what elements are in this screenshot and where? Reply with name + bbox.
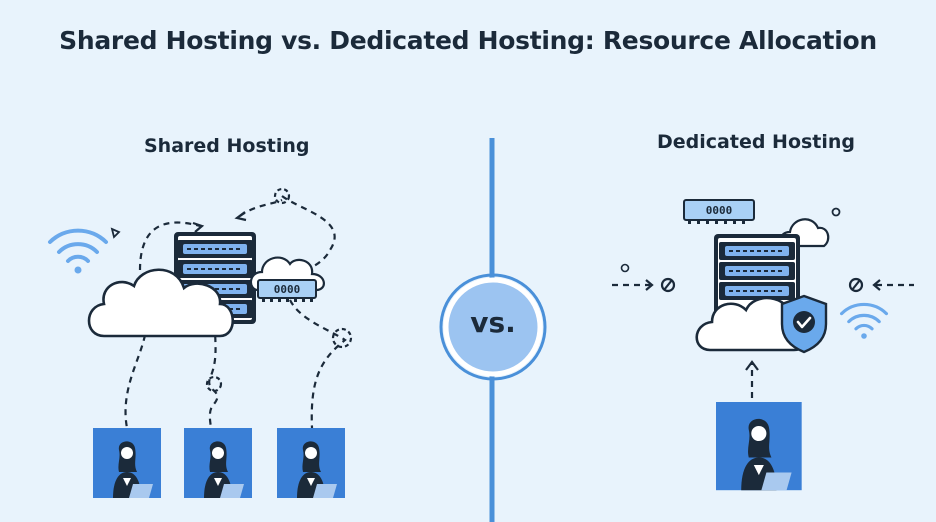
diagram-title: Shared Hosting vs. Dedicated Hosting: Re… <box>59 26 877 55</box>
blocked-arrow-left <box>612 277 676 293</box>
shared-user-1 <box>93 428 161 498</box>
memory-chip-icon-right: 0000 <box>683 199 755 224</box>
shared-user-2 <box>184 428 252 498</box>
small-triangle-icon <box>110 227 121 239</box>
shared-hosting-heading: Shared Hosting <box>144 135 310 157</box>
dedicated-hosting-heading: Dedicated Hosting <box>657 131 856 153</box>
memory-chip-icon-left: 0000 <box>257 279 317 302</box>
vs-label: vs. <box>470 306 516 339</box>
shared-cloud-icon <box>87 268 234 338</box>
blocked-arrow-right <box>848 277 914 293</box>
dedicated-connection <box>745 360 759 398</box>
chip-label-right: 0000 <box>706 204 733 217</box>
wifi-icon-right <box>839 302 889 341</box>
wifi-icon <box>48 228 108 276</box>
chip-label-left: 0000 <box>274 283 301 296</box>
shared-user-3 <box>277 428 345 498</box>
dedicated-user <box>716 402 802 491</box>
shield-check-icon <box>780 294 828 354</box>
vs-circle <box>443 277 543 377</box>
